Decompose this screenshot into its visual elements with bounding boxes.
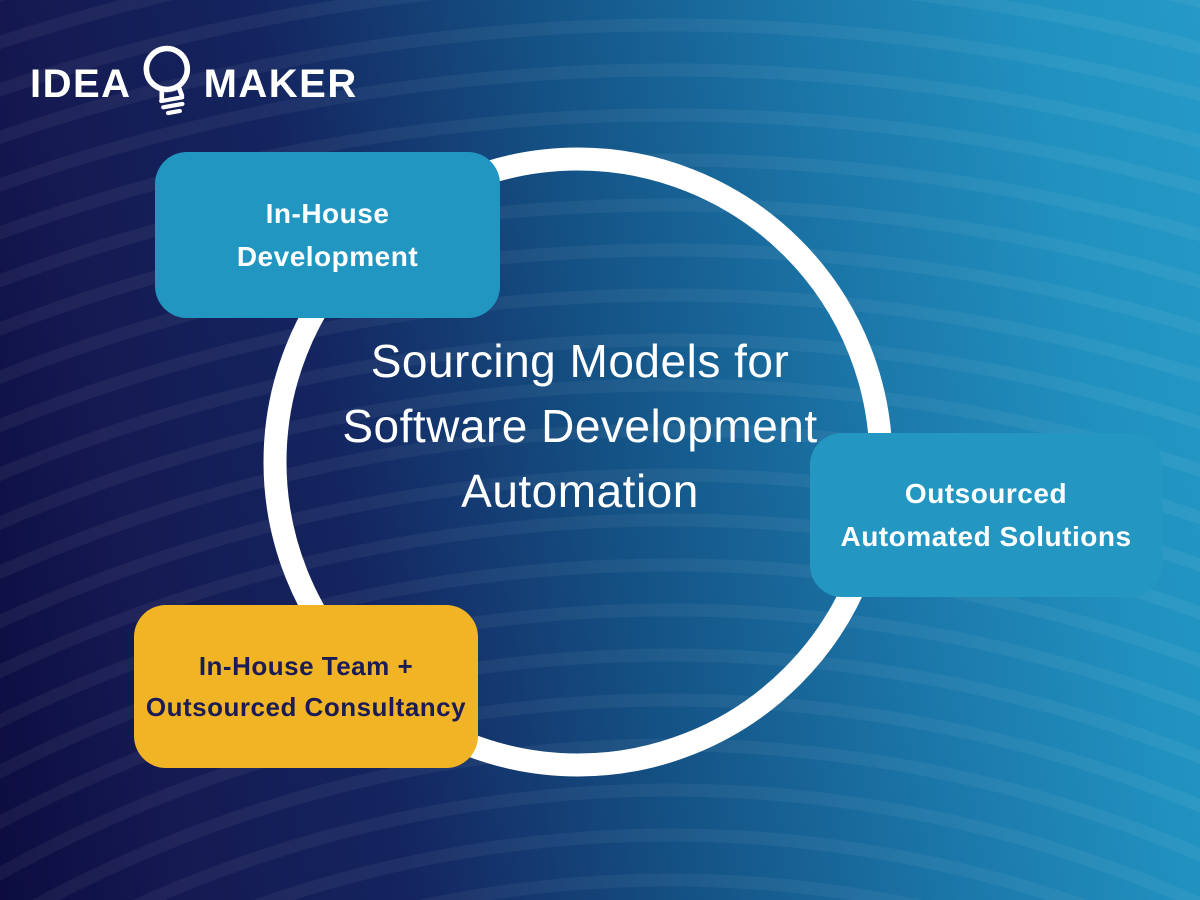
node-in-house-development: In-House Development (155, 152, 500, 318)
node-label-line: Outsourced Consultancy (145, 691, 467, 722)
node-in-house-team-outsourced-consultancy: In-House Team + Outsourced Consultancy (134, 605, 478, 768)
diagram-title: Sourcing Models for Software Development… (290, 329, 870, 524)
logo-text-maker: MAKER (203, 61, 358, 106)
node-label-line: In-House (265, 197, 390, 229)
logo-text-idea: IDEA (30, 61, 132, 106)
node-outsourced-automated-solutions: Outsourced Automated Solutions (810, 433, 1162, 597)
node-label-line: In-House Team + (198, 651, 414, 682)
title-line-2: Software Development (342, 400, 818, 452)
node-label-line: Automated Solutions (840, 521, 1132, 552)
title-line-1: Sourcing Models for (370, 335, 790, 387)
node-label-line: Development (236, 241, 419, 272)
title-line-3: Automation (461, 465, 699, 517)
brand-logo: IDEA MAKER (30, 42, 358, 126)
node-label-line: Outsourced (904, 477, 1068, 509)
lightbulb-icon (143, 45, 190, 116)
